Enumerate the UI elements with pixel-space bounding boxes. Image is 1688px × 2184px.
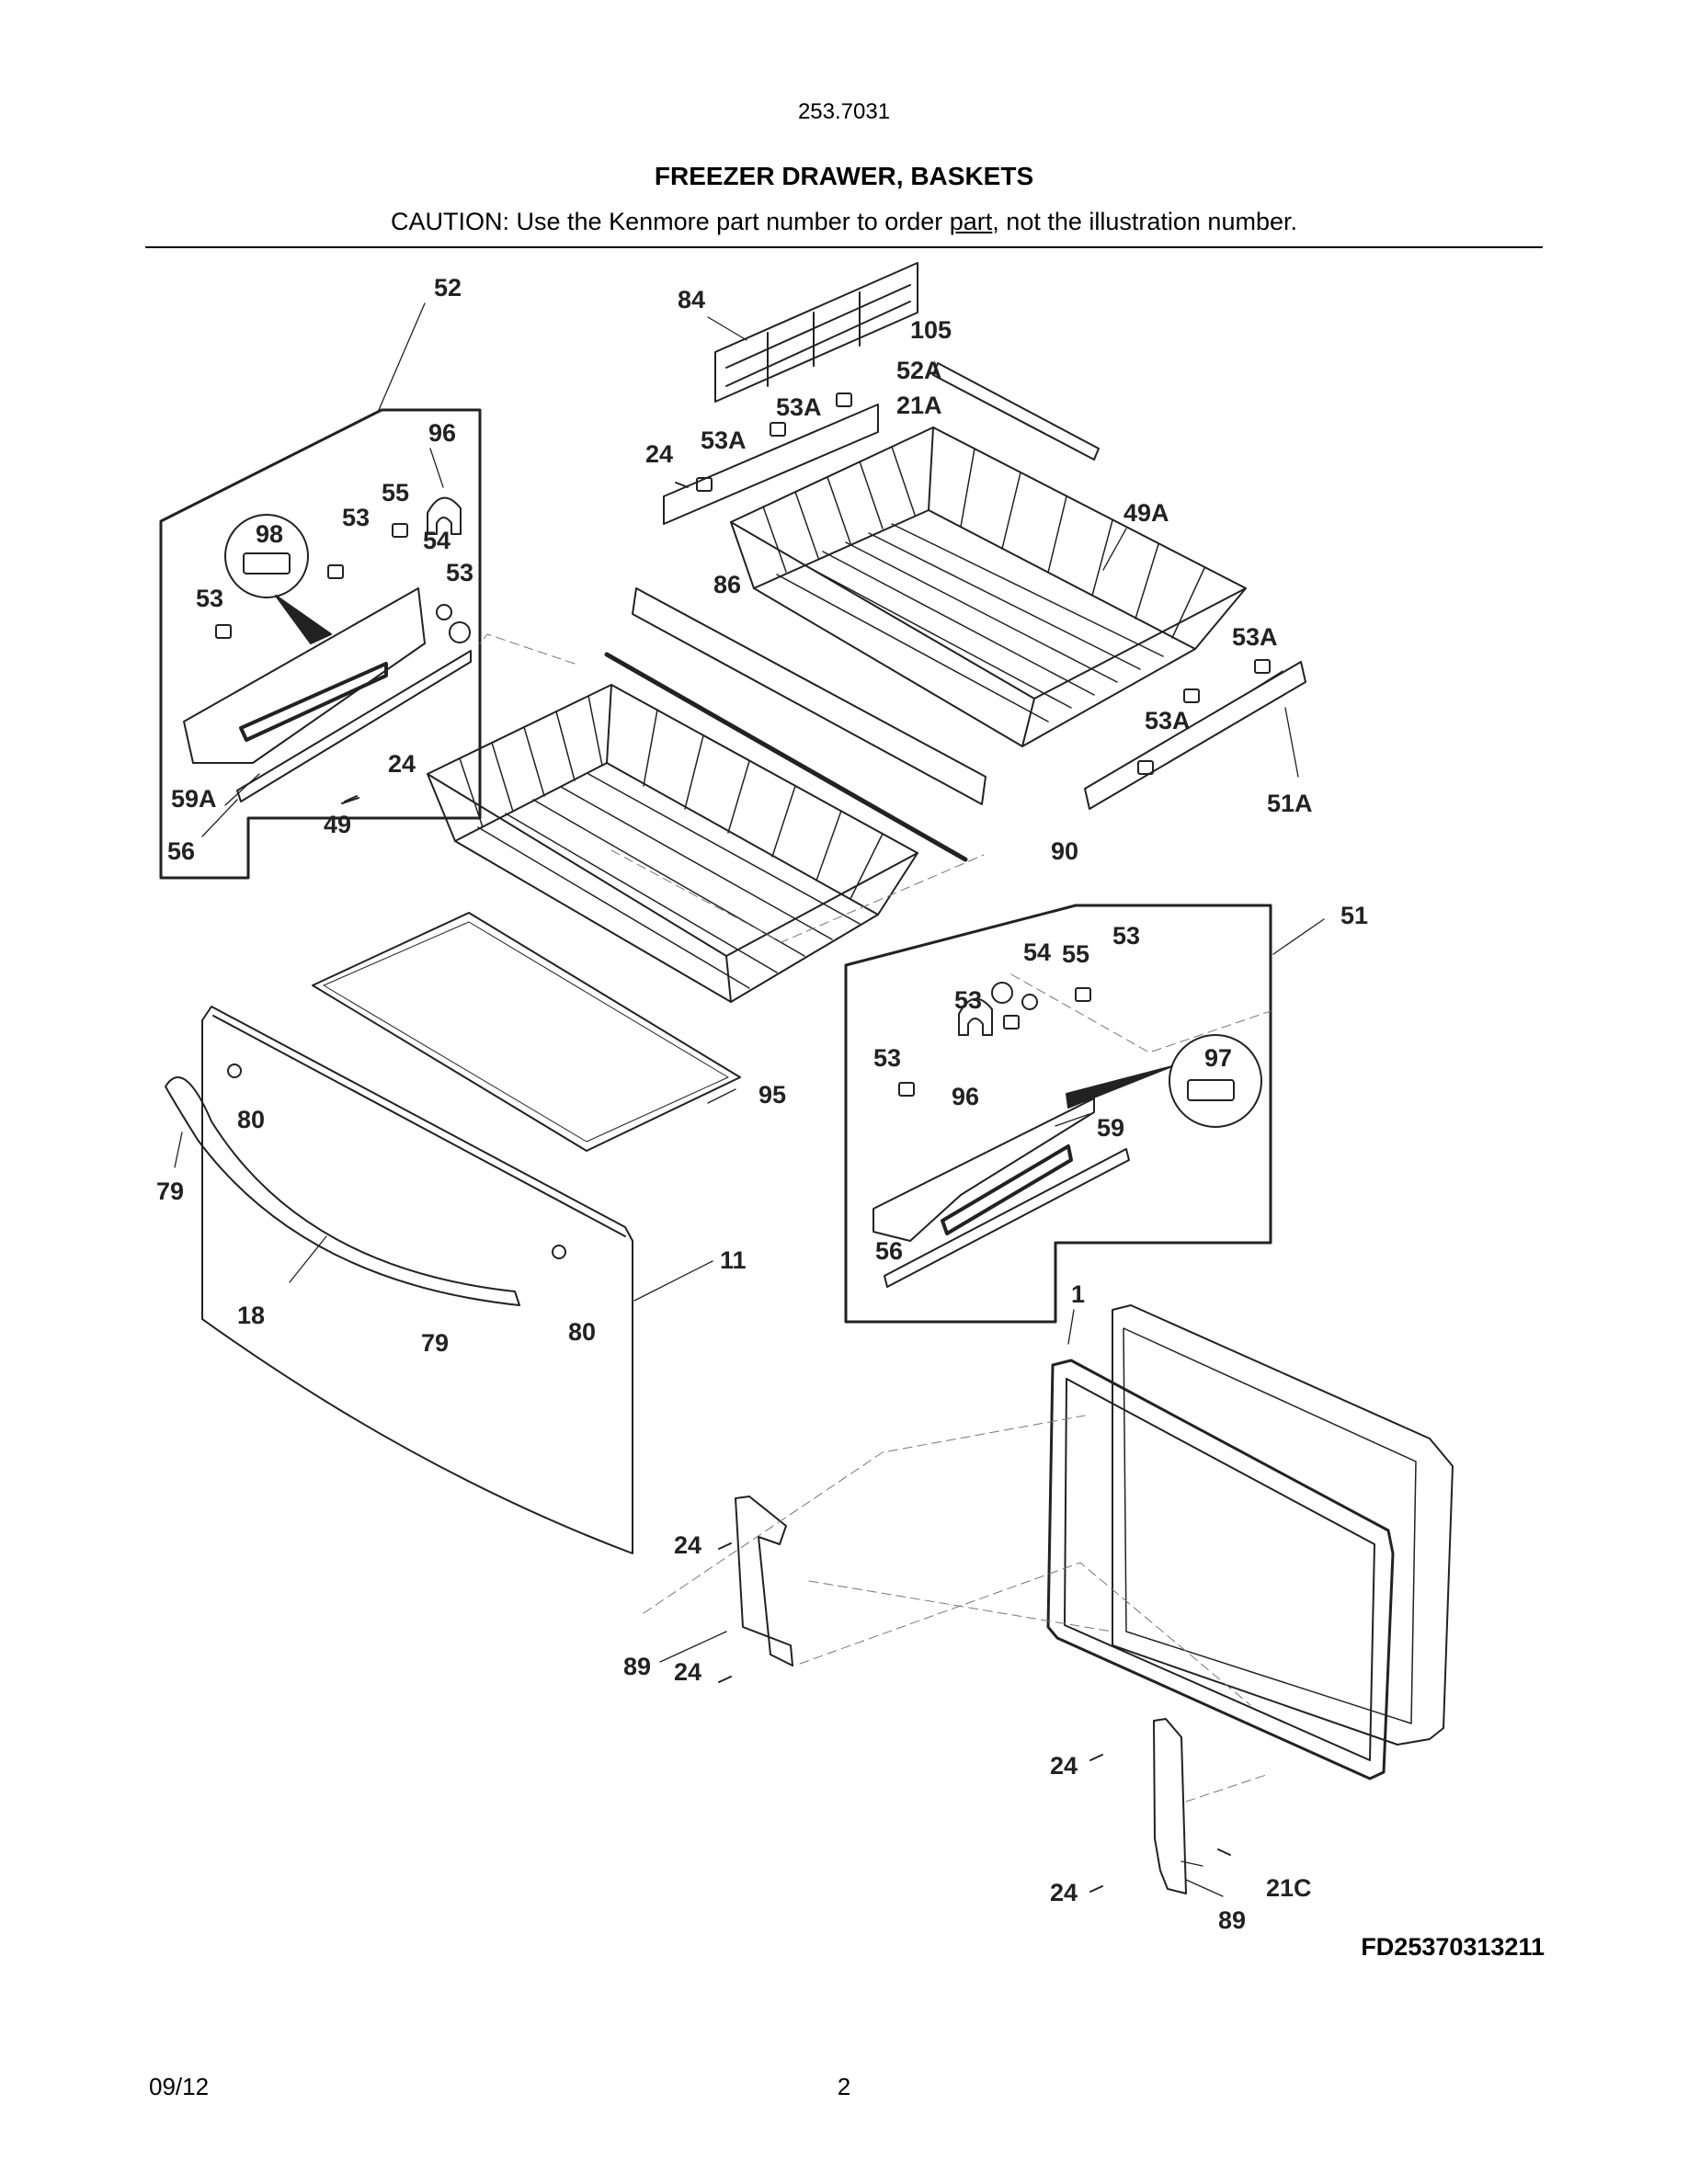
caution-note: CAUTION: Use the Kenmore part number to … [0,208,1688,236]
header-rule [145,246,1543,248]
callout-label: 54 [423,527,451,554]
rod-90 [604,652,968,862]
gasket-1 [1046,1359,1395,1780]
caution-part-word: part [949,208,993,235]
drawer-front-11 [201,1006,633,1554]
callout-labels: 52 96 98 53 53 55 54 53 59A 24 49 56 84 105 52A 53A 21A 5… [156,274,1368,1934]
callout-label: 53A [1232,623,1278,651]
right-rail-56 [884,1148,1130,1288]
callout-label: 49 [324,811,351,838]
callout-label: 80 [568,1318,596,1346]
cover-96-left [427,496,462,535]
section-title: FREEZER DRAWER, BASKETS [654,162,1034,190]
callout-label: 54 [1023,938,1051,966]
callout-label: 56 [875,1237,903,1265]
callout-label: 55 [382,479,409,506]
callout-label: 11 [720,1246,747,1274]
callout-label: 84 [678,286,705,313]
callout-label: 53A [776,393,822,421]
callout-label: 51 [1340,902,1368,929]
cover-96-right [958,997,993,1036]
callout-label: 97 [1204,1044,1232,1072]
left-detail-frame [159,408,482,880]
callout-label: 18 [237,1302,265,1329]
handle-18 [165,1075,520,1306]
model-number: 253.7031 [797,99,891,124]
callout-label: 96 [428,419,456,447]
callout-label: 21C [1266,1874,1312,1902]
page-number: 2 [837,2073,851,2100]
callout-label: 24 [645,440,673,468]
detail-circle-98 [224,514,309,598]
callout-label: 105 [910,316,952,344]
callout-label: 53 [446,559,473,586]
bracket-89-left [735,1496,793,1666]
callout-label: 24 [1050,1879,1078,1906]
grille-84 [714,262,918,403]
upper-basket-49a [730,427,1247,747]
liner-frame [1112,1304,1454,1746]
callout-label: 59A [171,785,217,813]
callout-label: 52 [434,274,462,301]
footer-date: 09/12 [149,2073,210,2100]
callout-label: 51A [1267,790,1313,817]
caution-text-end: , not the illustration number. [992,208,1297,235]
callout-label: 90 [1051,837,1078,865]
callout-label: 24 [674,1531,701,1559]
callout-label: 53 [873,1044,901,1072]
callout-label: 96 [952,1083,979,1110]
caution-text-start: CAUTION: Use the Kenmore part number to … [391,208,950,235]
callout-label: 21A [896,392,942,419]
callout-label: 79 [156,1177,184,1205]
callout-label: 53A [1145,707,1191,734]
lower-basket-49 [427,684,918,1003]
callout-label: 53 [1112,922,1140,950]
callout-label: 89 [1218,1906,1246,1934]
callout-label: 59 [1097,1114,1124,1142]
callout-label: 80 [237,1106,265,1133]
callout-label: 1 [1071,1280,1085,1308]
callout-label: 56 [167,837,195,865]
callout-label: 89 [623,1653,651,1680]
callout-label: 79 [421,1329,449,1357]
callout-label: 86 [713,571,741,598]
rail-51a [1084,661,1306,810]
bracket-89-right [1153,1718,1187,1894]
left-slide-assembly [183,587,426,764]
right-detail-frame [844,904,1272,1324]
callout-label: 24 [674,1658,701,1686]
bar-105 [932,362,1100,461]
callout-label: 98 [256,520,283,548]
callout-label: 24 [1050,1752,1078,1780]
detail-circle-97 [1169,1034,1262,1128]
callout-label: 24 [388,750,416,778]
callout-label: 52A [896,357,942,384]
callout-label: 53A [701,427,747,454]
rail-86 [632,587,987,805]
callout-label: 53 [342,504,370,531]
glass-panel-95 [312,912,741,1152]
callout-label: 55 [1062,940,1089,968]
left-rail-56 [236,650,472,802]
callout-label: 53 [196,585,223,612]
right-slide-assembly [873,1098,1095,1242]
figure-code: FD25370313211 [1361,1933,1545,1961]
bracket-52a [663,404,879,525]
callout-label: 95 [758,1081,786,1109]
callout-label: 49A [1123,499,1169,527]
callout-label: 53 [954,986,982,1014]
